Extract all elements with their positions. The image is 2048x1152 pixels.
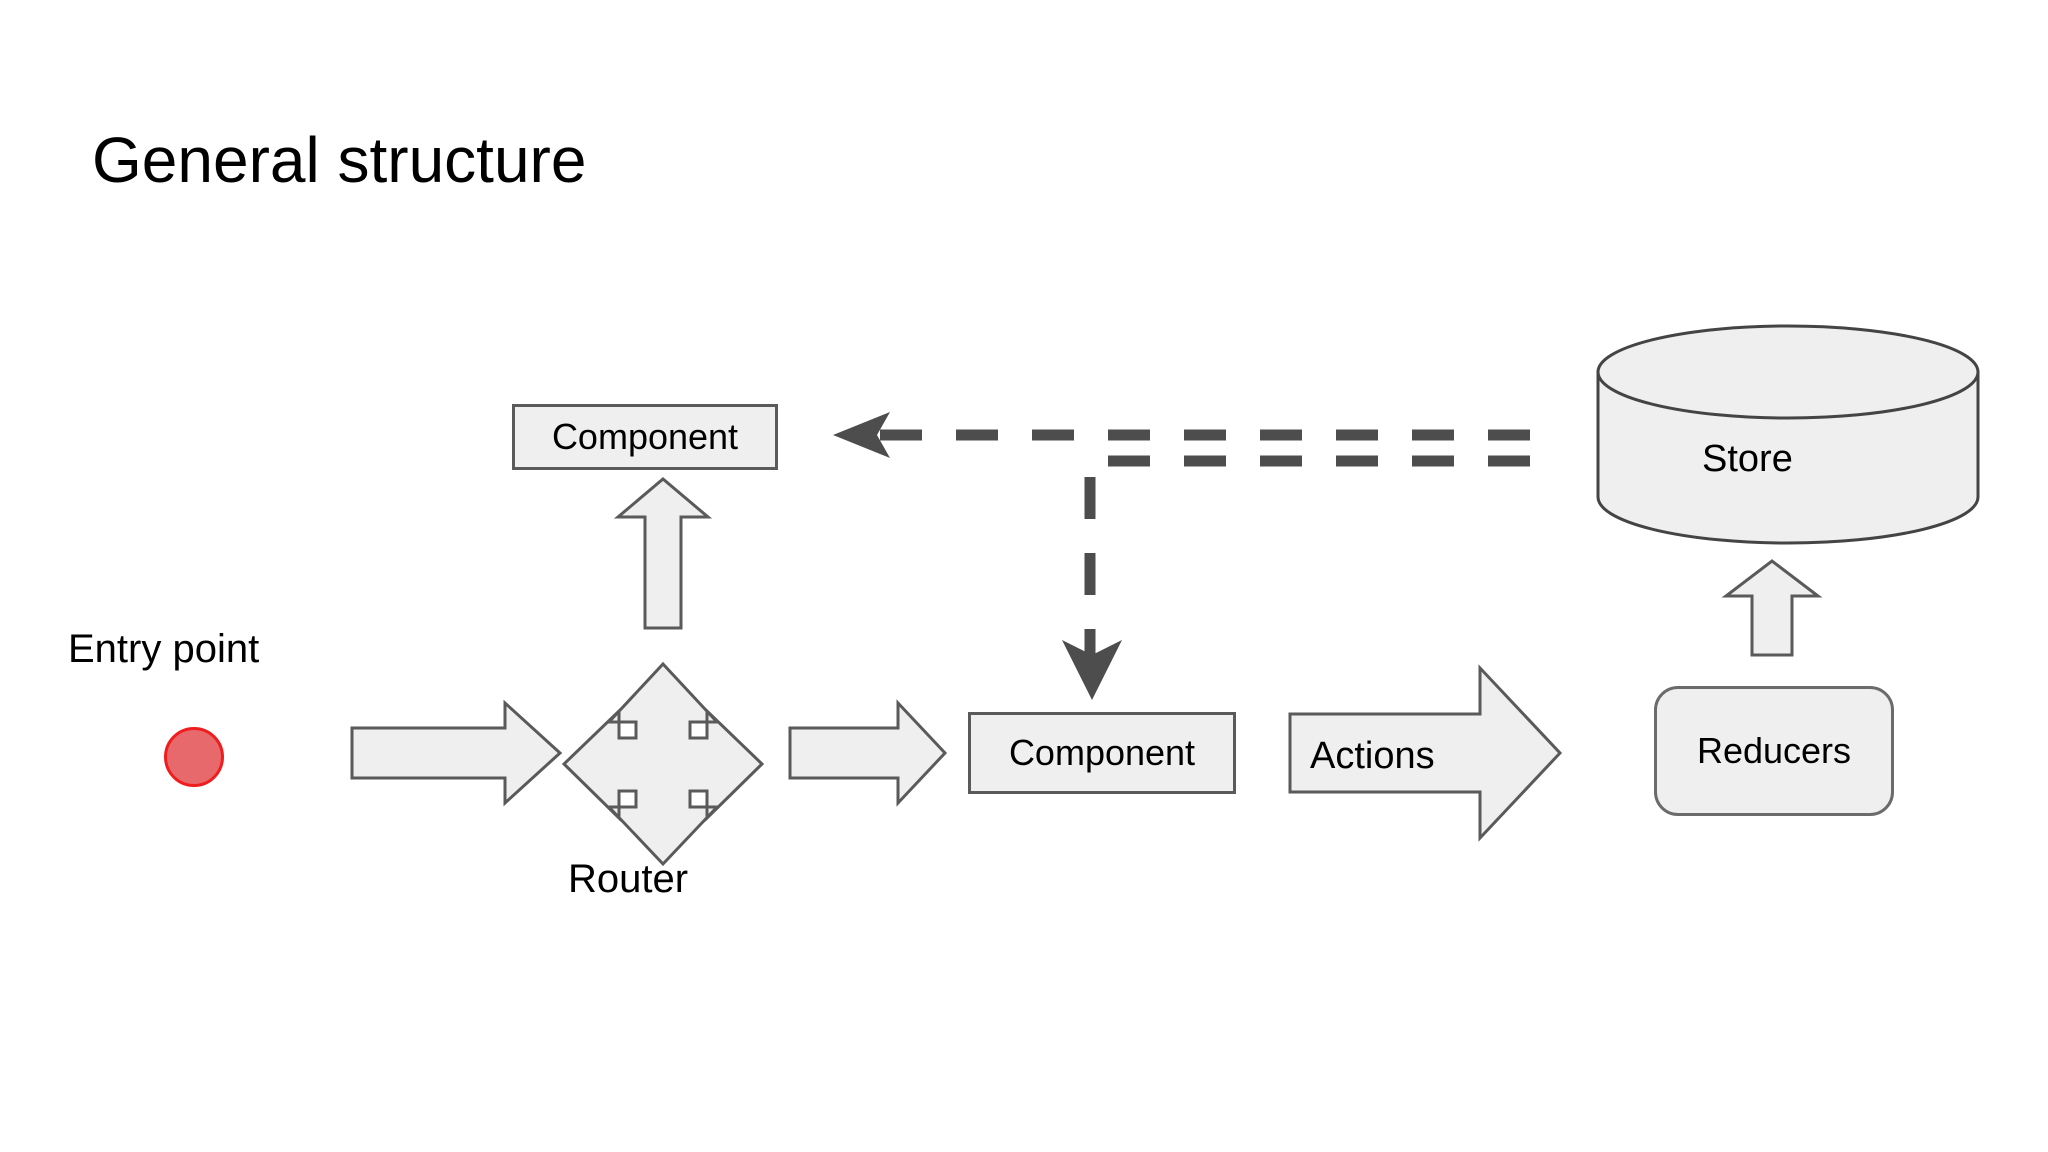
component-mid-label: Component bbox=[1008, 732, 1196, 773]
store-label: Store bbox=[1702, 438, 1793, 480]
actions-label: Actions bbox=[1310, 735, 1435, 777]
component-top-box: Component bbox=[512, 404, 778, 470]
connector-reducers-to-store bbox=[1721, 559, 1823, 657]
page-title: General structure bbox=[92, 124, 587, 196]
component-mid-box: Component bbox=[968, 712, 1236, 794]
router-four-way-arrow bbox=[561, 661, 765, 867]
router-label: Router bbox=[568, 857, 689, 901]
entry-point-dot bbox=[164, 727, 224, 787]
connector-store-to-component-mid bbox=[1062, 455, 1530, 700]
connector-router-to-component-mid bbox=[788, 699, 948, 807]
connector-entry-to-router bbox=[350, 699, 563, 807]
reducers-box: Reducers bbox=[1654, 686, 1894, 816]
reducers-label: Reducers bbox=[1696, 730, 1852, 771]
connector-router-to-component-top bbox=[613, 477, 713, 630]
entry-point-label: Entry point bbox=[68, 627, 260, 671]
store-cylinder bbox=[1596, 324, 1980, 545]
component-top-label: Component bbox=[551, 416, 739, 457]
connector-store-to-component-top bbox=[833, 412, 1530, 458]
